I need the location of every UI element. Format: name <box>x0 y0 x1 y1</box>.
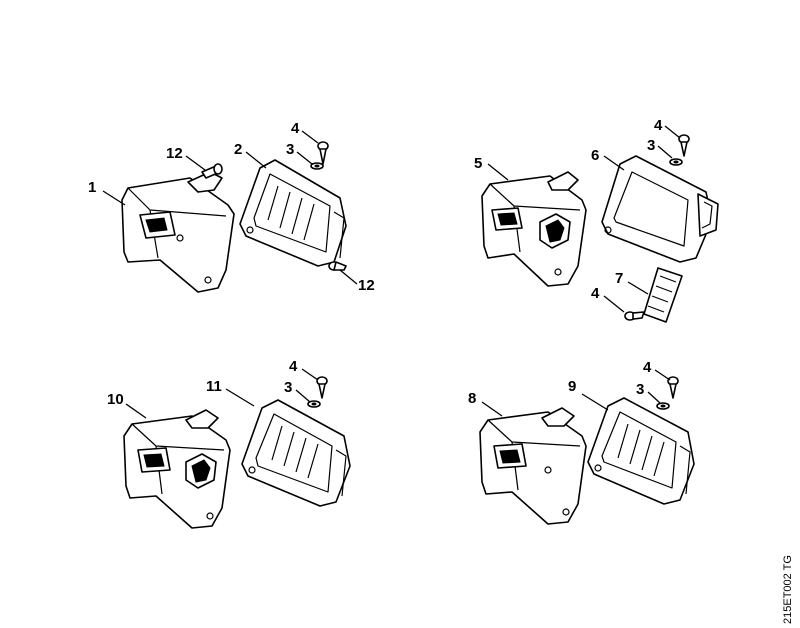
callout-4: 4 <box>289 358 298 375</box>
callout-7: 7 <box>615 270 623 287</box>
group-bottom-left: 10 11 4 3 <box>107 358 351 529</box>
screw <box>317 141 329 165</box>
group-bottom-right: 8 9 4 3 <box>468 359 695 525</box>
washer <box>310 162 324 170</box>
muffler-cover <box>601 155 719 263</box>
callout-5: 5 <box>474 155 482 172</box>
muffler-housing <box>479 407 587 525</box>
callout-3: 3 <box>286 141 294 158</box>
muffler-housing <box>121 171 235 293</box>
callout-3: 3 <box>636 381 644 398</box>
screw <box>316 376 328 399</box>
drawing-code: 215ET002 TG <box>782 555 794 624</box>
screw <box>624 311 645 321</box>
callout-4: 4 <box>291 120 300 137</box>
muffler-cover <box>587 397 695 505</box>
callout-8: 8 <box>468 390 476 407</box>
muffler-housing <box>481 171 587 287</box>
washer <box>656 402 670 410</box>
callout-11: 11 <box>206 378 222 395</box>
callout-12: 12 <box>166 145 183 162</box>
callout-3: 3 <box>284 379 292 396</box>
callout-3: 3 <box>647 137 655 154</box>
screw <box>667 376 679 399</box>
screw <box>201 163 223 179</box>
callout-4: 4 <box>643 359 652 376</box>
callout-2: 2 <box>234 141 242 158</box>
muffler-cover <box>239 159 347 267</box>
screw <box>328 261 347 271</box>
washer <box>307 400 321 408</box>
washer <box>669 158 683 166</box>
group-top-right: 5 6 4 3 7 4 <box>474 117 719 323</box>
callout-1: 1 <box>88 179 96 196</box>
callout-10: 10 <box>107 391 124 408</box>
muffler-cover <box>241 399 351 507</box>
spark-arrester-screen <box>643 267 683 323</box>
callout-4: 4 <box>654 117 663 134</box>
callout-12: 12 <box>358 277 375 294</box>
muffler-housing <box>123 409 231 529</box>
callout-6: 6 <box>591 147 599 164</box>
callout-9: 9 <box>568 378 576 395</box>
callout-4: 4 <box>591 285 600 302</box>
screw <box>678 134 690 157</box>
group-top-left: 1 12 2 4 3 12 <box>88 120 375 294</box>
